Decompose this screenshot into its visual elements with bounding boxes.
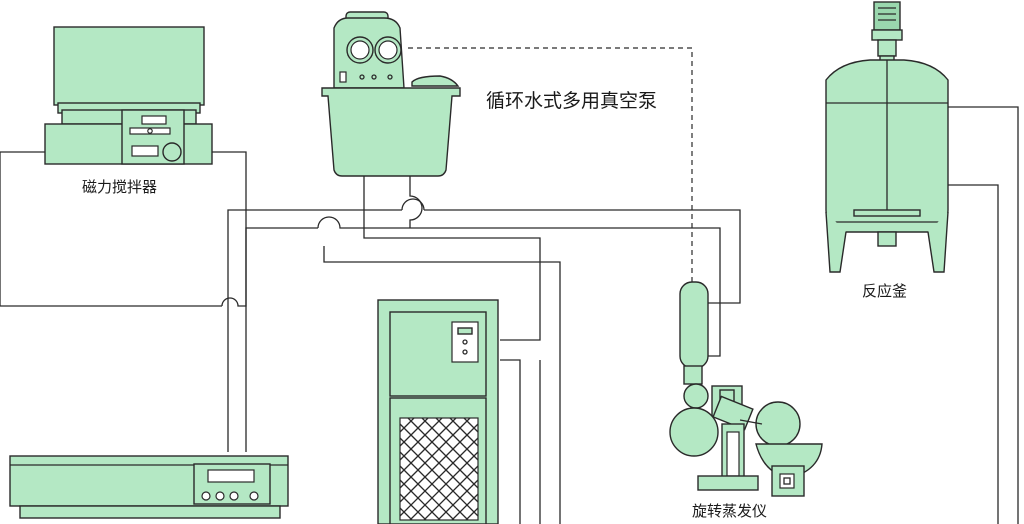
reactor-vessel bbox=[825, 1, 949, 273]
rotary-evaporator-label: 旋转蒸发仪 bbox=[692, 502, 767, 520]
vacuum-pump-label: 循环水式多用真空泵 bbox=[486, 90, 657, 112]
chiller-vent-hatch bbox=[399, 417, 479, 521]
magnetic-stirrer bbox=[44, 26, 213, 165]
heating-bath bbox=[9, 455, 289, 519]
rotary-evaporator bbox=[669, 281, 823, 497]
cooling-chiller bbox=[377, 299, 499, 524]
reactor-label: 反应釜 bbox=[862, 282, 907, 300]
magnetic-stirrer-label: 磁力搅拌器 bbox=[82, 178, 157, 196]
circulating-vacuum-pump bbox=[321, 11, 461, 177]
pipe-network bbox=[0, 47, 1019, 524]
